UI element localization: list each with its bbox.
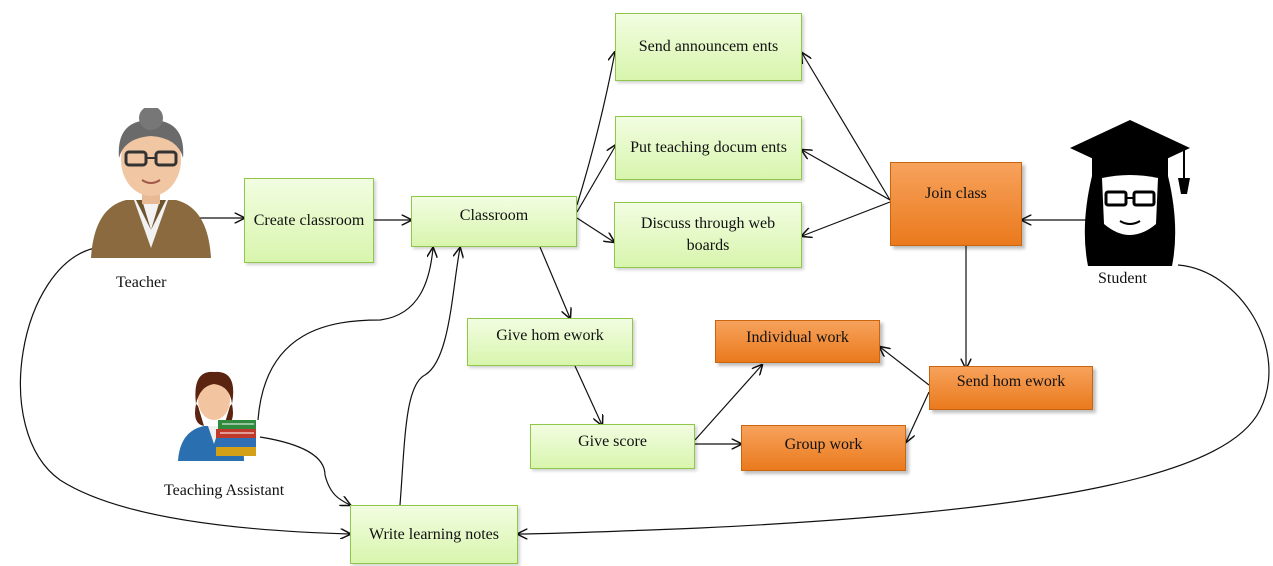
write-learning-notes-node: Write learning notes (350, 505, 518, 564)
edge-classroom-discuss (576, 217, 614, 242)
edge-send-individual (880, 347, 930, 386)
teacher-label: Teacher (116, 274, 167, 291)
join-class-node: Join class (890, 162, 1022, 246)
teacher-avatar-icon (91, 108, 211, 258)
classroom-node: Classroom (411, 196, 577, 247)
send-announcements-node: Send announcem ents (615, 13, 802, 81)
edge-join-announce (802, 53, 891, 201)
edge-assistant-notes (259, 436, 350, 505)
student-label: Student (1098, 270, 1147, 287)
graduate-student-icon (1070, 120, 1190, 266)
give-score-node: Give score (530, 424, 695, 469)
edge-teacher-notes (20, 247, 350, 534)
edge-score-individual (694, 365, 762, 441)
edge-join-documents (802, 150, 891, 201)
give-homework-node: Give hom ework (467, 318, 633, 366)
discuss-web-boards-node: Discuss through web boards (614, 202, 802, 268)
group-work-node: Group work (741, 425, 906, 471)
edge-assistant-classroom (257, 248, 433, 421)
edge-send-group (906, 391, 930, 442)
create-classroom-node: Create classroom (244, 178, 374, 263)
individual-work-node: Individual work (715, 320, 880, 363)
edge-notes-classroom (399, 248, 460, 506)
assistant-with-books-icon (178, 371, 256, 461)
send-homework-node: Send hom ework (929, 366, 1093, 410)
assistant-label: Teaching Assistant (164, 482, 285, 499)
edge-join-discuss (802, 201, 891, 236)
put-teaching-documents-node: Put teaching docum ents (615, 116, 802, 180)
edge-classroom-announce (576, 52, 615, 206)
edge-classroom-documents (576, 145, 616, 213)
edge-student-notes (518, 264, 1270, 534)
edge-classroom-homework (539, 246, 570, 318)
edge-homework-score (574, 365, 602, 425)
